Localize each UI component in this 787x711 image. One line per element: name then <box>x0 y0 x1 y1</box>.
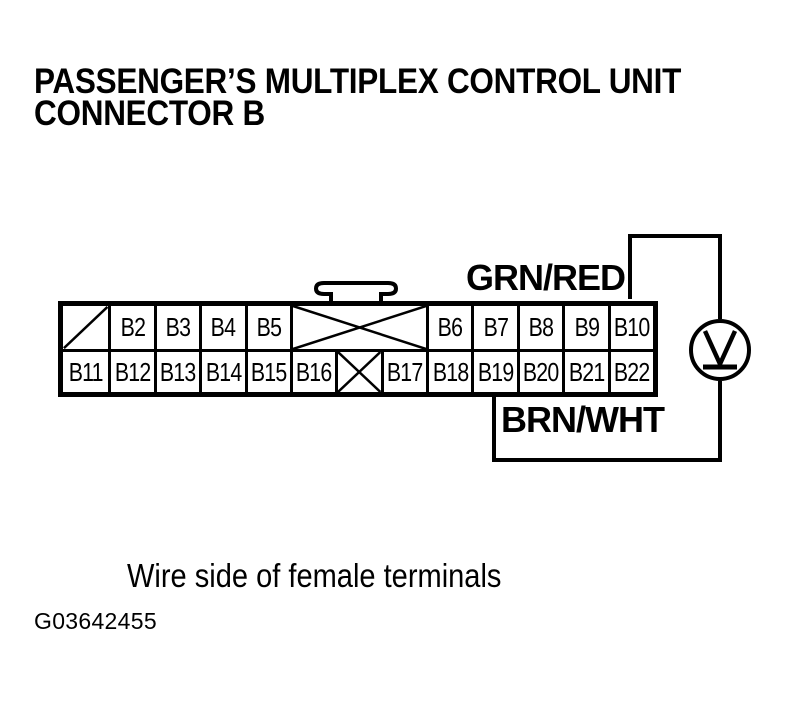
page-title-line2: CONNECTOR B <box>34 94 265 133</box>
pin-b8: B8 <box>516 306 562 349</box>
pin-b7: B7 <box>471 306 516 349</box>
wire-color-label-grn-red: GRN/RED <box>466 257 626 298</box>
pin-b19: B19 <box>471 349 517 392</box>
page-title: PASSENGER’S MULTIPLEX CONTROL UNIT CONNE… <box>34 64 681 133</box>
pin-b13: B13 <box>153 349 200 392</box>
connector-latch-tab <box>313 281 399 301</box>
x-cross-icon <box>338 352 380 392</box>
diagram-caption: Wire side of female terminals <box>127 557 502 594</box>
pin-b12: B12 <box>108 349 154 392</box>
pin-slot-empty-slash <box>63 306 108 349</box>
voltmeter-icon <box>689 319 751 381</box>
page-title-line1: PASSENGER’S MULTIPLEX CONTROL UNIT <box>34 62 682 101</box>
voltmeter-circle <box>689 319 751 381</box>
connector-b-pinout: B2 B3 B4 B5 B6 B7 B8 B9 B10 B11 B12 B13 … <box>58 301 658 397</box>
pin-b11: B11 <box>63 349 109 392</box>
pin-b10: B10 <box>607 306 653 349</box>
x-cross-icon <box>293 306 426 349</box>
pin-b21: B21 <box>562 349 608 392</box>
blocked-slot-single <box>335 349 381 392</box>
blocked-slot-wide <box>289 306 426 349</box>
pin-b5: B5 <box>244 306 290 349</box>
slash-icon <box>63 306 108 349</box>
figure-id: G03642455 <box>34 608 157 634</box>
pin-b17: B17 <box>380 349 427 392</box>
pin-b9: B9 <box>562 306 607 349</box>
pin-b2: B2 <box>108 306 153 349</box>
pin-b16: B16 <box>289 349 336 392</box>
pin-b3: B3 <box>153 306 199 349</box>
pin-b4: B4 <box>199 306 244 349</box>
pin-b15: B15 <box>244 349 290 392</box>
pin-b6: B6 <box>426 306 471 349</box>
pin-b20: B20 <box>516 349 563 392</box>
voltmeter-v-glyph <box>702 330 738 370</box>
pin-b22: B22 <box>607 349 653 392</box>
wire-color-label-brn-wht: BRN/WHT <box>501 399 665 440</box>
pin-b18: B18 <box>426 349 472 392</box>
pin-b14: B14 <box>199 349 245 392</box>
